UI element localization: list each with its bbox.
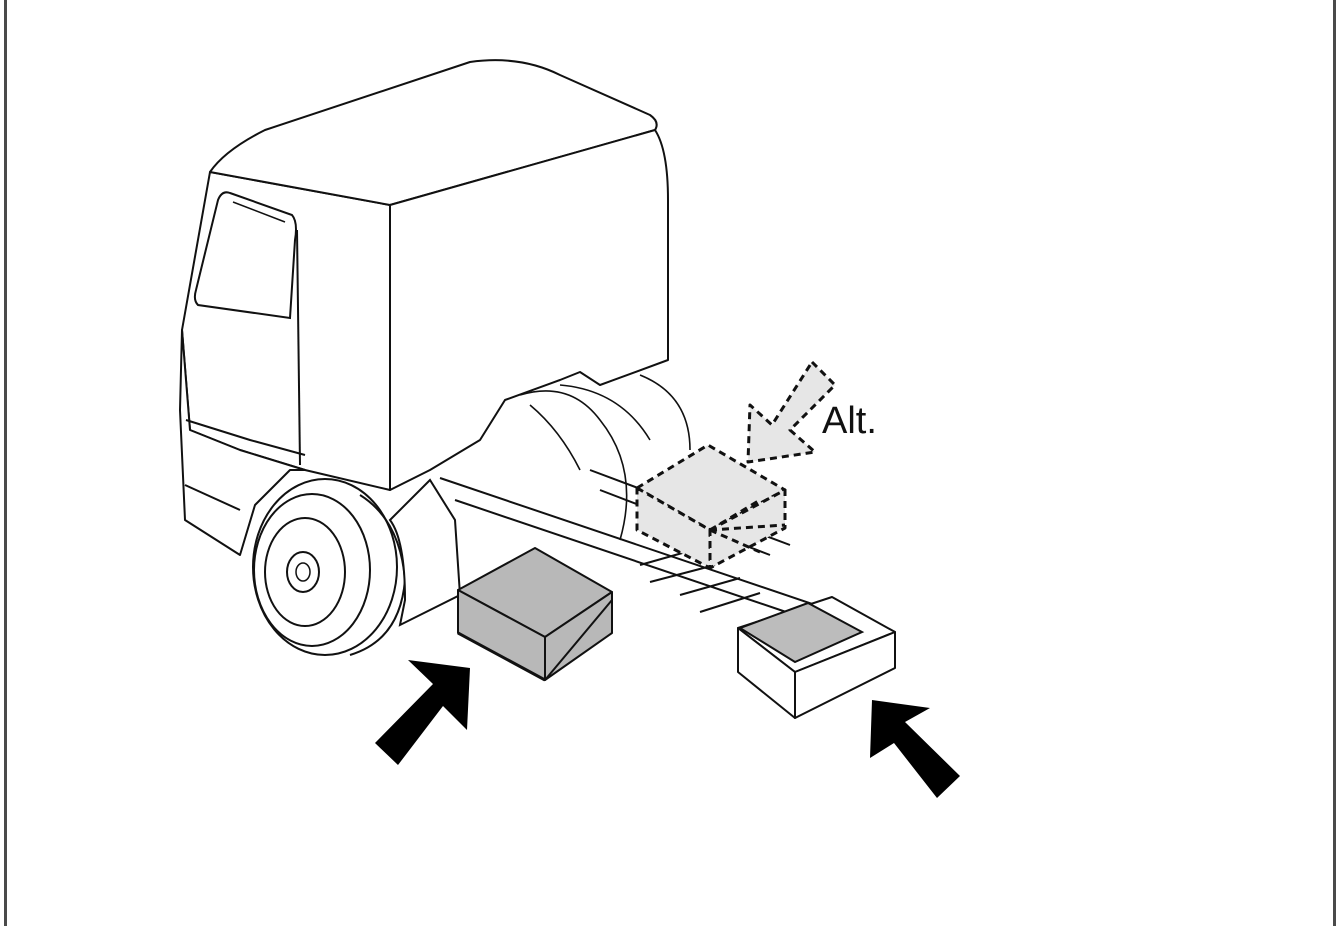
arrow-to-battery-box [375, 660, 470, 765]
alt-battery-box [635, 443, 787, 570]
battery-plate [737, 601, 865, 664]
front-wheel-arch [388, 478, 462, 627]
battery-box [457, 547, 613, 682]
alt-label: Alt. [822, 400, 877, 442]
cab-door-line [296, 229, 301, 466]
left-border-line [4, 0, 7, 926]
right-border-line [1333, 0, 1336, 926]
rear-wheel-arch [519, 374, 691, 541]
front-wheel [252, 478, 407, 656]
alt-dashed-arrow [746, 360, 837, 464]
arrow-to-battery-plate [870, 700, 960, 798]
cab-window [193, 191, 297, 320]
